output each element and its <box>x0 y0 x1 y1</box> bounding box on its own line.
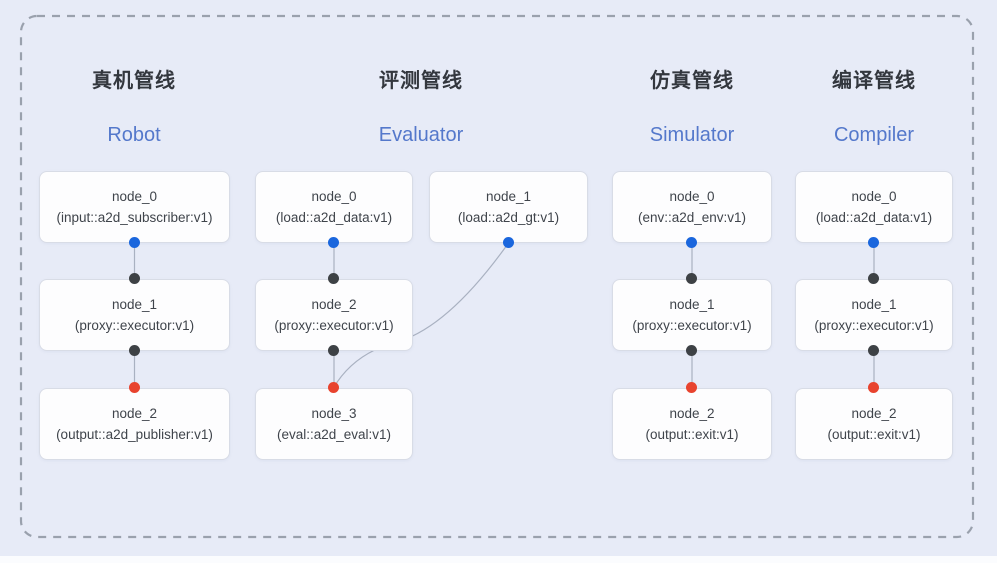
node-name: node_0 <box>311 189 357 204</box>
node-box-compiler-node2: node_2 (output::exit:v1) <box>795 388 953 460</box>
pipeline-title-en: Compiler <box>833 124 915 146</box>
node-box-evaluator-node0: node_0 (load::a2d_data:v1) <box>255 171 413 243</box>
port-output-blue-icon <box>868 237 879 248</box>
port-output-blue-icon <box>328 237 339 248</box>
node-name: node_2 <box>669 406 715 421</box>
node-name: node_0 <box>851 189 897 204</box>
pipeline-title-cn: 编译管线 <box>832 70 916 92</box>
node-box-robot-node0: node_0 (input::a2d_subscriber:v1) <box>39 171 230 243</box>
port-input-dark-icon <box>868 273 879 284</box>
pipeline-header-compiler: 编译管线 <box>754 64 994 93</box>
node-box-robot-node1: node_1 (proxy::executor:v1) <box>39 279 230 351</box>
node-detail: (eval::a2d_eval:v1) <box>276 427 392 442</box>
port-input-dark-icon <box>686 273 697 284</box>
node-name: node_2 <box>111 406 158 421</box>
node-box-compiler-node0: node_0 (load::a2d_data:v1) <box>795 171 953 243</box>
node-name: node_3 <box>311 406 357 421</box>
pipeline-title-cn: 评测管线 <box>379 70 463 92</box>
node-box-simulator-node0: node_0 (env::a2d_env:v1) <box>612 171 772 243</box>
node-name: node_0 <box>111 189 158 204</box>
node-box-evaluator-node1: node_1 (load::a2d_gt:v1) <box>429 171 588 243</box>
pipeline-header-evaluator: 评测管线 <box>301 64 541 93</box>
node-detail: (proxy::executor:v1) <box>74 318 195 333</box>
node-name: node_0 <box>669 189 715 204</box>
port-input-red-icon <box>328 382 339 393</box>
node-detail: (output::exit:v1) <box>645 427 739 442</box>
pipeline-title-cn: 仿真管线 <box>650 70 734 92</box>
port-output-dark-icon <box>328 345 339 356</box>
port-input-red-icon <box>868 382 879 393</box>
node-box-robot-node2: node_2 (output::a2d_publisher:v1) <box>39 388 230 460</box>
port-input-dark-icon <box>328 273 339 284</box>
port-output-blue-icon <box>129 237 140 248</box>
port-output-dark-icon <box>686 345 697 356</box>
node-detail: (env::a2d_env:v1) <box>637 210 747 225</box>
bottom-strip <box>0 556 997 563</box>
pipeline-header-simulator: 仿真管线 <box>572 64 812 93</box>
node-name: node_1 <box>111 297 158 312</box>
port-output-dark-icon <box>129 345 140 356</box>
node-name: node_1 <box>669 297 715 312</box>
node-box-evaluator-node3: node_3 (eval::a2d_eval:v1) <box>255 388 413 460</box>
pipeline-title-cn: 真机管线 <box>92 70 176 92</box>
node-detail: (proxy::executor:v1) <box>274 318 394 333</box>
node-box-simulator-node1: node_1 (proxy::executor:v1) <box>612 279 772 351</box>
node-detail: (output::exit:v1) <box>827 427 921 442</box>
dashed-frame <box>19 14 975 539</box>
node-box-compiler-node1: node_1 (proxy::executor:v1) <box>795 279 953 351</box>
node-detail: (proxy::executor:v1) <box>632 318 752 333</box>
port-input-red-icon <box>129 382 140 393</box>
pipeline-title-en: Robot <box>107 124 161 146</box>
node-detail: (load::a2d_data:v1) <box>815 210 933 225</box>
pipeline-title-en: Simulator <box>649 124 735 146</box>
node-name: node_2 <box>311 297 357 312</box>
node-box-simulator-node2: node_2 (output::exit:v1) <box>612 388 772 460</box>
node-detail: (proxy::executor:v1) <box>814 318 934 333</box>
node-name: node_1 <box>485 189 532 204</box>
port-input-dark-icon <box>129 273 140 284</box>
node-box-evaluator-node2: node_2 (proxy::executor:v1) <box>255 279 413 351</box>
port-output-blue-icon <box>686 237 697 248</box>
port-output-blue-icon <box>503 237 514 248</box>
port-output-dark-icon <box>868 345 879 356</box>
node-name: node_1 <box>851 297 897 312</box>
node-name: node_2 <box>851 406 897 421</box>
pipeline-title-en: Evaluator <box>378 124 464 146</box>
node-detail: (input::a2d_subscriber:v1) <box>56 210 213 225</box>
node-detail: (load::a2d_data:v1) <box>275 210 393 225</box>
node-detail: (load::a2d_gt:v1) <box>457 210 560 225</box>
node-detail: (output::a2d_publisher:v1) <box>56 427 213 442</box>
port-input-red-icon <box>686 382 697 393</box>
pipeline-header-robot: 真机管线 <box>14 64 254 93</box>
